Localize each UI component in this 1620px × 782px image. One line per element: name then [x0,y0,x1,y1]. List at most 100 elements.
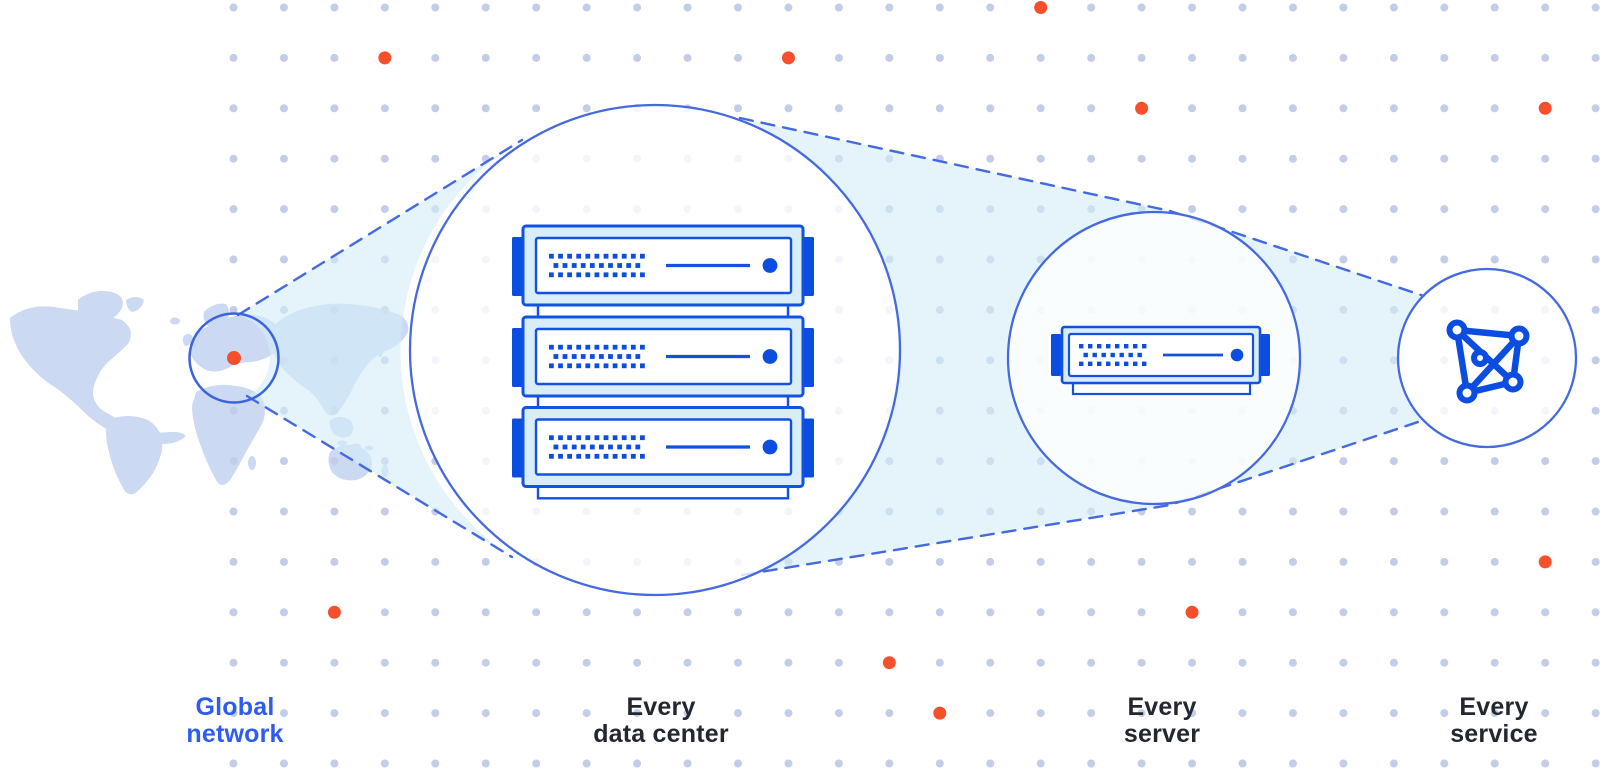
grid-dot [1087,557,1096,566]
grid-dot [784,658,793,667]
grid-dot [279,759,288,768]
globe-highlight-circle [188,312,280,404]
grid-dot [1541,709,1550,718]
grid-dot [1288,507,1297,516]
grid-dot [532,104,541,113]
grid-dot [885,608,894,617]
caption-line: server [1123,720,1201,748]
caption-every-server: Every server [1124,694,1200,748]
grid-dot [481,104,490,113]
grid-dot [1339,53,1348,62]
grid-dot [734,3,742,12]
grid-dot [330,205,339,214]
grid-dot [986,154,995,163]
grid-dot [633,608,642,617]
grid-dot [1137,709,1146,718]
grid-dot [1440,104,1449,113]
grid-dot [633,53,642,62]
grid-dot [834,709,843,718]
grid-dot [1188,557,1197,566]
grid-dot [1541,3,1550,12]
grid-dot [1188,709,1197,718]
grid-dot [1137,154,1146,163]
grid-dot [431,104,440,113]
grid-dot [1288,154,1297,163]
grid-dot [1238,507,1247,516]
grid-dot [330,3,339,12]
grid-dot [885,557,894,566]
grid-dot [885,709,894,718]
grid-dot [1036,709,1045,718]
grid-dot [986,759,995,768]
grid-dot [935,53,944,62]
cone-dash-lower-left [245,394,514,559]
grid-dot [532,53,541,62]
grid-dot [1137,53,1146,62]
grid-dot [885,3,894,12]
grid-dot [1087,104,1096,113]
grid-dot [229,608,238,617]
grid-dot [986,3,995,12]
grid-dot [1339,104,1348,113]
grid-dot [1188,205,1197,214]
caption-global-network: Global network [186,694,283,748]
accent-dot [1538,101,1552,115]
grid-dot [935,3,944,12]
grid-dot [784,3,793,12]
grid-dot [1339,709,1348,718]
grid-dot [1490,709,1499,718]
caption-line: service [1450,720,1538,748]
grid-dot [330,759,339,768]
grid-dot [1288,759,1297,768]
grid-dot [229,53,238,62]
grid-dot [330,154,339,163]
accent-dot [327,605,341,619]
grid-dot [633,709,642,718]
grid-dot [986,658,995,667]
grid-dot [1591,608,1600,617]
grid-dot [1490,457,1499,466]
grid-dot [279,457,288,466]
grid-dot [1389,658,1398,667]
grid-dot [633,3,642,12]
grid-dot [1087,154,1096,163]
accent-dot [378,51,392,65]
grid-dot [1591,154,1600,163]
grid-dot [1339,3,1348,12]
grid-dot [380,205,389,214]
grid-dot [380,557,389,566]
grid-dot [1389,709,1398,718]
grid-dot [1440,658,1449,667]
grid-dot [1490,205,1499,214]
grid-dot [1238,154,1247,163]
grid-dot [1541,658,1550,667]
grid-dot [1490,759,1499,768]
grid-dot [1591,53,1600,62]
grid-dot [683,759,692,768]
grid-dot [582,608,591,617]
grid-dot [582,3,591,12]
grid-dot [532,658,541,667]
grid-dot [1137,608,1146,617]
grid-dot [1288,205,1297,214]
grid-dot [330,557,339,566]
grid-dot [279,608,288,617]
server-unit [512,224,814,307]
grid-dot [1541,53,1550,62]
grid-dot [532,608,541,617]
grid-dot [734,608,742,617]
accent-dot [1034,1,1048,14]
grid-dot [229,507,238,516]
grid-dot [279,255,288,264]
grid-dot [1087,709,1096,718]
grid-dot [1288,658,1297,667]
grid-dot [1036,104,1045,113]
grid-dot [1339,255,1348,264]
grid-dot [1440,255,1449,264]
grid-dot [986,53,995,62]
grid-dot [986,709,995,718]
grid-dot [1591,205,1600,214]
grid-dot [229,3,238,12]
grid-dot [229,205,238,214]
